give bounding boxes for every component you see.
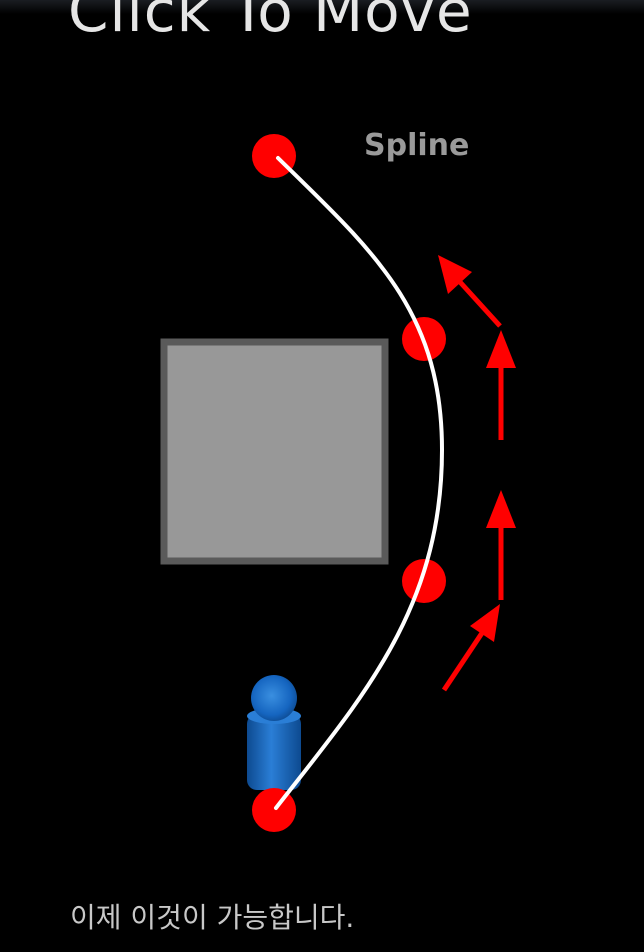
arrow-diagonal-lower-head-icon xyxy=(470,604,500,642)
arrow-diagonal-upper-head-icon xyxy=(438,255,472,294)
waypoint-lower-right xyxy=(402,559,446,603)
spline-label: Spline xyxy=(364,128,470,163)
arrow-vertical-lower-head-icon xyxy=(486,490,516,528)
top-bar xyxy=(0,0,644,14)
caption-text: 이제 이것이 가능합니다. xyxy=(70,901,355,934)
page-title: Click To Move xyxy=(68,0,473,45)
arrow-vertical-upper-head-icon xyxy=(486,330,516,368)
direction-arrows xyxy=(438,255,516,692)
character-capsule-icon xyxy=(247,675,301,790)
arrow-diagonal-lower-icon xyxy=(441,631,485,692)
arrow-diagonal-upper-icon xyxy=(458,280,502,328)
obstacle-box xyxy=(160,338,389,565)
waypoint-start xyxy=(252,788,296,832)
spline-path xyxy=(274,156,445,810)
